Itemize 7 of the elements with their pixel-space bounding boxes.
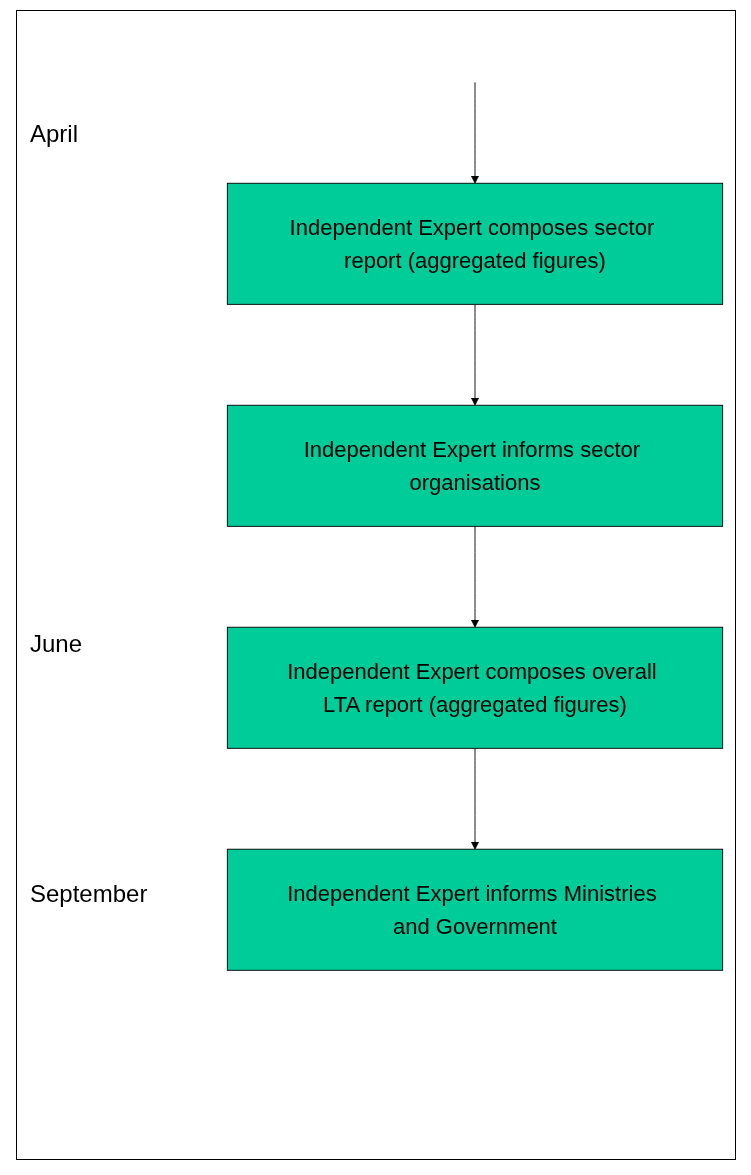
node-box: Independent Expert composes sector report (aggregated figures) bbox=[226, 182, 724, 305]
month-label: April bbox=[30, 120, 78, 148]
node-box: Independent Expert informs Ministries and Government bbox=[226, 848, 724, 971]
node-box: Independent Expert composes overall LTA report (aggregated figures) bbox=[226, 626, 724, 749]
month-label: September bbox=[30, 880, 148, 908]
node-box: Independent Expert informs sector organisations bbox=[226, 404, 724, 527]
month-label: June bbox=[30, 630, 83, 658]
